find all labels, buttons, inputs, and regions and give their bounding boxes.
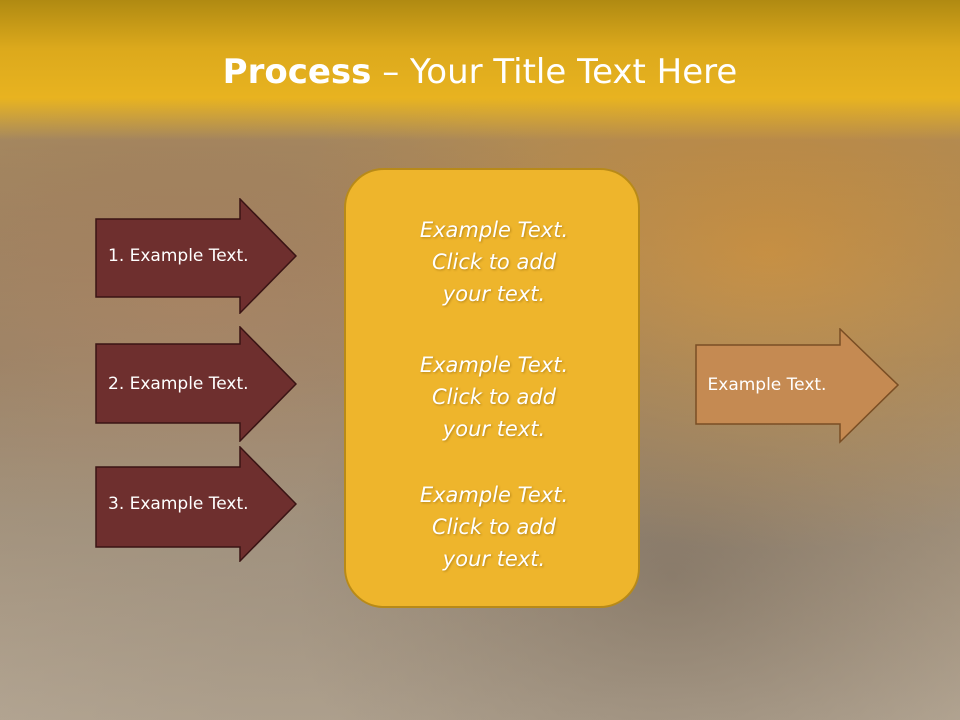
right-arrow-label: Example Text. [707, 375, 827, 395]
left-arrow-1-shape [95, 198, 297, 314]
center-text-3-line2: Click to add [431, 515, 556, 539]
center-text-1-line2: Click to add [431, 250, 556, 274]
center-text-2-line3: your text. [442, 417, 546, 441]
title-dash: – [371, 52, 411, 92]
center-text-block-2: Example Text. Click to add your text. [346, 349, 642, 445]
title-rest: Your Title Text Here [410, 52, 738, 92]
title-bar [0, 0, 960, 140]
left-arrow-3-shape [95, 446, 297, 562]
title-bold: Process [222, 52, 372, 92]
center-text-3-line1: Example Text. [419, 483, 569, 507]
left-arrow-1[interactable]: 1. Example Text. [95, 198, 297, 314]
center-text-1-line1: Example Text. [419, 218, 569, 242]
center-text-box[interactable]: Example Text. Click to add your text. Ex… [344, 168, 640, 608]
right-arrow[interactable]: Example Text. [695, 328, 899, 444]
left-arrow-3[interactable]: 3. Example Text. [95, 446, 297, 562]
center-text-3-line3: your text. [442, 547, 546, 571]
left-arrow-2-label: 2. Example Text. [108, 374, 249, 394]
left-arrow-2[interactable]: 2. Example Text. [95, 326, 297, 442]
center-text-2-line1: Example Text. [419, 353, 569, 377]
center-text-block-3: Example Text. Click to add your text. [346, 479, 642, 575]
center-text-block-1: Example Text. Click to add your text. [346, 214, 642, 310]
left-arrow-2-shape [95, 326, 297, 442]
center-text-2-line2: Click to add [431, 385, 556, 409]
left-arrow-3-label: 3. Example Text. [108, 494, 249, 514]
slide-title[interactable]: Process – Your Title Text Here [0, 52, 960, 92]
left-arrow-1-label: 1. Example Text. [108, 246, 249, 266]
right-arrow-shape [695, 328, 899, 444]
center-text-1-line3: your text. [442, 282, 546, 306]
